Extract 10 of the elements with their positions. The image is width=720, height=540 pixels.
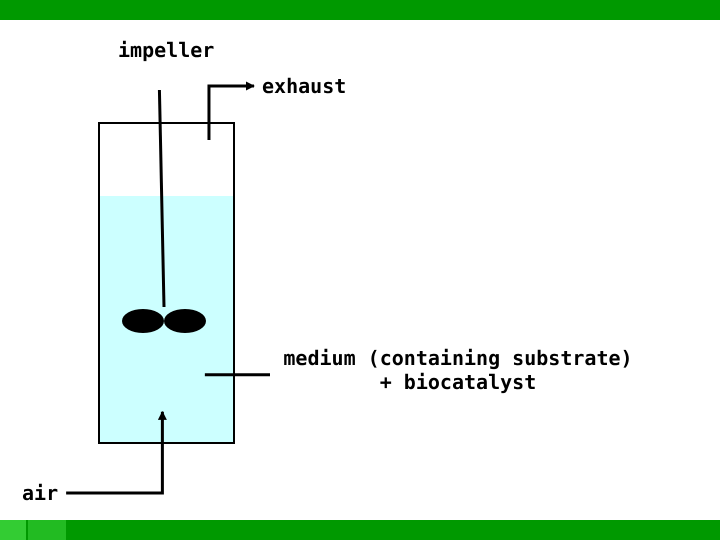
part-label: impeller <box>118 38 214 62</box>
arrow <box>207 82 255 140</box>
arrow <box>66 410 167 494</box>
leader-line <box>158 90 166 308</box>
leader-line <box>204 373 270 376</box>
vessel <box>98 122 235 444</box>
impeller-blades <box>122 308 206 334</box>
part-label: medium (containing substrate) + biocatalyst <box>272 346 644 394</box>
part-label: air <box>22 481 58 505</box>
part-label: exhaust <box>262 74 346 98</box>
